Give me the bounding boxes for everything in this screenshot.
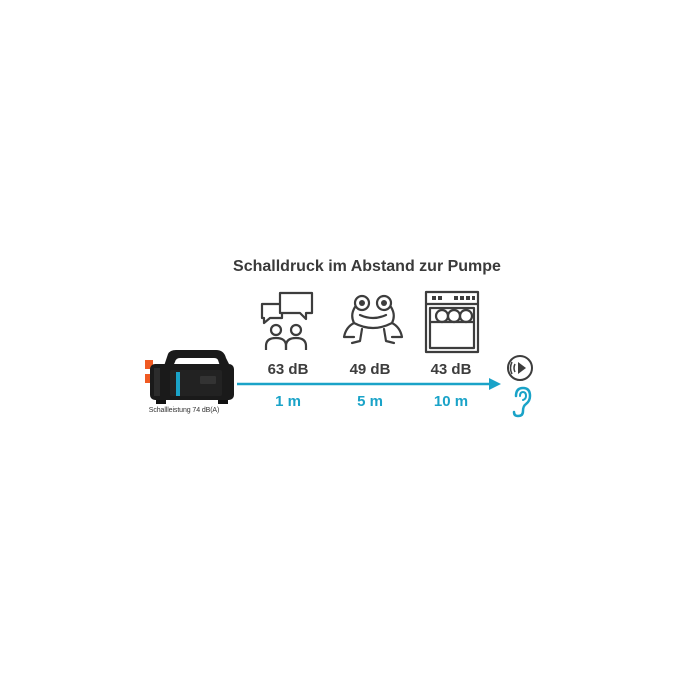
pump-icon bbox=[145, 350, 234, 404]
distance-label-2: 5 m bbox=[357, 393, 383, 410]
distance-label-3: 10 m bbox=[433, 393, 469, 410]
db-label-2: 49 dB bbox=[349, 361, 391, 378]
speaker-icon bbox=[507, 355, 533, 381]
db-label-1: 63 dB bbox=[267, 361, 309, 378]
dishwasher-icon bbox=[424, 290, 480, 354]
speech-bubbles-people-icon bbox=[260, 291, 314, 350]
db-label-3: 43 dB bbox=[430, 361, 472, 378]
ear-icon bbox=[512, 386, 532, 418]
frog-icon bbox=[342, 294, 404, 345]
arrow-right-icon bbox=[237, 378, 501, 390]
distance-label-1: 1 m bbox=[275, 393, 301, 410]
pump-caption: Schallleistung 74 dB(A) bbox=[148, 407, 220, 414]
diagram-title: Schalldruck im Abstand zur Pumpe bbox=[233, 258, 501, 275]
